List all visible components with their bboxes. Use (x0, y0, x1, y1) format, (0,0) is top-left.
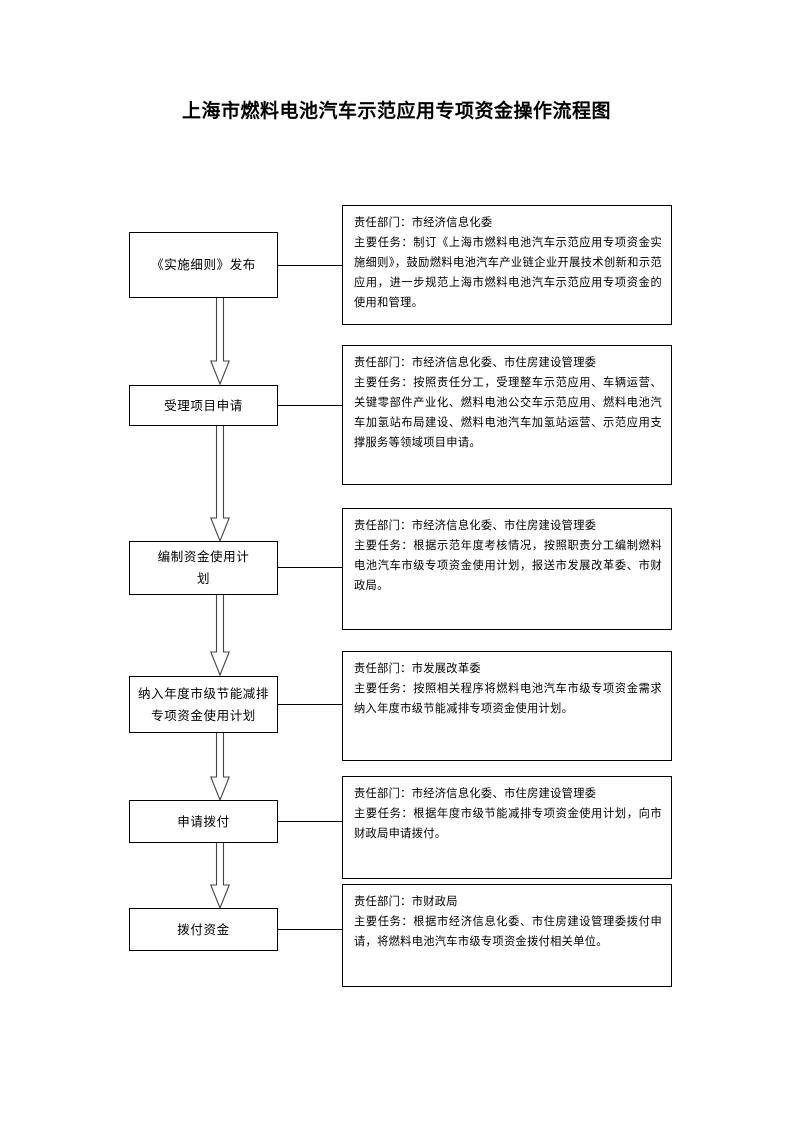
desc-panel-step-accept-application: 责任部门：市经济信息化委、市住房建设管理委 主要任务：按照责任分工，受理整车示范… (342, 345, 672, 485)
desc-task: 主要任务：根据示范年度考核情况，按照职责分工编制燃料电池汽车市级专项资金使用计划… (354, 538, 662, 592)
flow-box-step-prepare-fund-plan[interactable]: 编制资金使用计划 (129, 541, 278, 595)
desc-responsible: 责任部门：市经济信息化委 (354, 216, 493, 229)
desc-task: 主要任务：根据年度市级节能减排专项资金使用计划，向市财政局申请拨付。 (354, 806, 662, 840)
desc-task: 主要任务：根据市经济信息化委、市住房建设管理委拨付申请，将燃料电池汽车市级专项资… (354, 914, 662, 948)
desc-responsible: 责任部门：市经济信息化委、市住房建设管理委 (354, 787, 597, 800)
flow-box-label: 申请拨付 (177, 813, 230, 829)
desc-panel-step-publish-rules: 责任部门：市经济信息化委 主要任务：制订《上海市燃料电池汽车示范应用专项资金实施… (342, 205, 672, 325)
desc-responsible: 责任部门：市财政局 (354, 895, 458, 908)
arrow-step-5-to-6 (210, 843, 230, 909)
flow-box-step-publish-rules[interactable]: 《实施细则》发布 (129, 232, 278, 298)
desc-task: 主要任务：按照责任分工，受理整车示范应用、车辆运营、关键零部件产业化、燃料电池公… (354, 375, 662, 449)
connector-step-4 (278, 704, 342, 705)
connector-step-6 (278, 929, 342, 930)
connector-step-1 (278, 265, 342, 266)
flow-box-step-include-annual-plan[interactable]: 纳入年度市级节能减排专项资金使用计划 (129, 676, 278, 733)
flow-box-step-apply-disbursement[interactable]: 申请拨付 (129, 800, 278, 843)
flow-box-label: 受理项目申请 (164, 397, 243, 413)
arrow-step-4-to-5 (210, 733, 230, 801)
flow-box-label: 《实施细则》发布 (151, 257, 256, 273)
desc-responsible: 责任部门：市发展改革委 (354, 662, 481, 675)
desc-panel-step-include-annual-plan: 责任部门：市发展改革委 主要任务：按照相关程序将燃料电池汽车市级专项资金需求纳入… (342, 651, 672, 761)
arrow-step-2-to-3 (210, 426, 230, 542)
desc-responsible: 责任部门：市经济信息化委、市住房建设管理委 (354, 519, 597, 532)
flow-box-label: 纳入年度市级节能减排专项资金使用计划 (138, 685, 270, 723)
desc-panel-step-apply-disbursement: 责任部门：市经济信息化委、市住房建设管理委 主要任务：根据年度市级节能减排专项资… (342, 776, 672, 879)
connector-step-3 (278, 567, 342, 568)
desc-panel-step-prepare-fund-plan: 责任部门：市经济信息化委、市住房建设管理委 主要任务：根据示范年度考核情况，按照… (342, 508, 672, 630)
connector-step-2 (278, 405, 342, 406)
connector-step-5 (278, 821, 342, 822)
arrow-step-1-to-2 (210, 298, 230, 385)
flow-box-step-disburse-funds[interactable]: 拨付资金 (129, 908, 278, 951)
desc-task: 主要任务：制订《上海市燃料电池汽车示范应用专项资金实施细则》，鼓励燃料电池汽车产… (354, 235, 662, 309)
flow-box-label: 编制资金使用计划 (157, 549, 250, 586)
desc-responsible: 责任部门：市经济信息化委、市住房建设管理委 (354, 356, 597, 369)
desc-panel-step-disburse-funds: 责任部门：市财政局 主要任务：根据市经济信息化委、市住房建设管理委拨付申请，将燃… (342, 884, 672, 987)
flow-box-label: 拨付资金 (177, 921, 230, 937)
desc-task: 主要任务：按照相关程序将燃料电池汽车市级专项资金需求纳入年度市级节能减排专项资金… (354, 681, 662, 715)
arrow-step-3-to-4 (210, 595, 230, 676)
flow-box-step-accept-application[interactable]: 受理项目申请 (129, 385, 278, 426)
page-title: 上海市燃料电池汽车示范应用专项资金操作流程图 (181, 100, 611, 122)
